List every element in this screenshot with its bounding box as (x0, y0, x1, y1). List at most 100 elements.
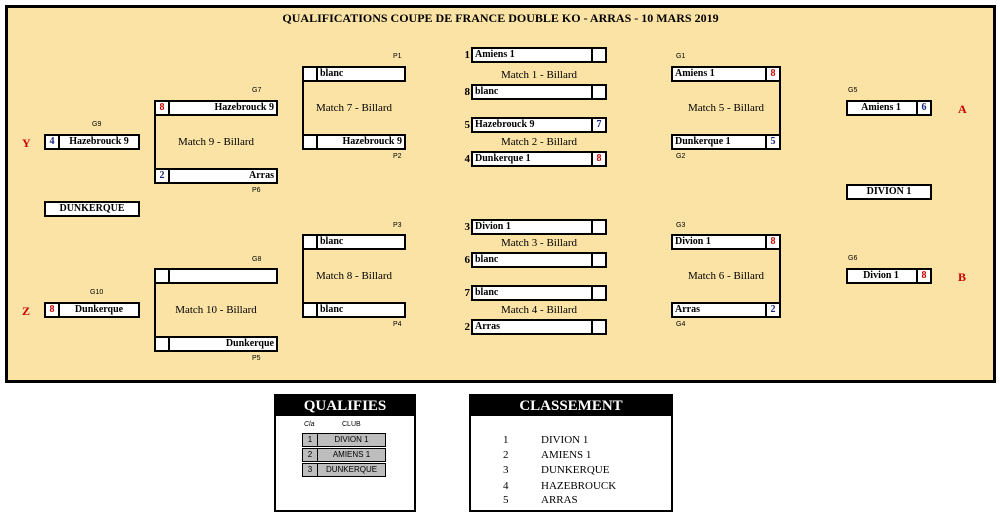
score-cell: 8 (591, 153, 605, 165)
page-title: QUALIFICATIONS COUPE DE FRANCE DOUBLE KO… (282, 11, 719, 25)
match-label: Match 6 - Billard (687, 270, 765, 282)
team-slot: 4 Hazebrouck 9 (44, 134, 140, 150)
match-label: Match 8 - Billard (315, 270, 393, 282)
team-slot: blanc (302, 302, 406, 318)
team-slot: Amiens 1 6 (846, 100, 932, 116)
bracket-line (154, 268, 156, 352)
match-label: Match 7 - Billard (315, 102, 393, 114)
bracket-line (302, 66, 304, 150)
match-label: Match 5 - Billard (687, 102, 765, 114)
score-cell: 2 (765, 304, 779, 316)
qualifies-title: QUALIFIES (276, 396, 414, 416)
seed-number: 5 (464, 119, 471, 131)
team-slot: blanc (471, 252, 607, 268)
team-slot: 8 Hazebrouck 9 (154, 100, 278, 116)
column-header: Cla (304, 421, 315, 428)
seed-number: 4 (464, 153, 471, 165)
slot-code: P6 (252, 187, 261, 194)
qualified-box: DUNKERQUE (44, 201, 140, 217)
team-slot: Divion 1 8 (671, 234, 781, 250)
group-letter: Y (22, 136, 31, 150)
match-label: Match 9 - Billard (177, 136, 255, 148)
team-slot: Arras 2 (671, 302, 781, 318)
match-label: Match 1 - Billard (500, 69, 578, 81)
score-cell (156, 270, 170, 282)
team-slot: Dunkerque (154, 336, 278, 352)
match-label: Match 3 - Billard (500, 237, 578, 249)
seed-number: 7 (464, 287, 471, 299)
match-label: Match 2 - Billard (500, 136, 578, 148)
slot-code: G1 (676, 53, 686, 60)
score-cell: 8 (765, 236, 779, 248)
slot-code: G3 (676, 222, 686, 229)
score-cell: 8 (916, 270, 930, 282)
group-letter: B (958, 270, 967, 284)
bracket-line (154, 100, 156, 184)
score-cell (304, 304, 318, 316)
score-cell: 8 (765, 68, 779, 80)
score-cell: 7 (591, 119, 605, 131)
match-label: Match 4 - Billard (500, 304, 578, 316)
table-row: 1 DIVION 1 (302, 433, 386, 447)
slot-code: G10 (90, 289, 104, 296)
team-slot: 2 Arras (154, 168, 278, 184)
score-cell (591, 221, 605, 233)
score-cell (591, 254, 605, 266)
qualified-box: DIVION 1 (846, 184, 932, 200)
bracket-line (779, 234, 781, 318)
score-cell: 6 (916, 102, 930, 114)
seed-number: 1 (464, 49, 471, 61)
slot-code: P4 (393, 321, 402, 328)
score-cell (591, 86, 605, 98)
slot-code: G9 (92, 121, 102, 128)
seed-number: 6 (464, 254, 471, 266)
slot-code: G2 (676, 153, 686, 160)
score-cell (304, 236, 318, 248)
team-slot: Divion 1 8 (846, 268, 932, 284)
team-slot: 8 Dunkerque (44, 302, 140, 318)
team-slot: blanc (302, 66, 406, 82)
match-label: Match 10 - Billard (175, 304, 257, 316)
classement-title: CLASSEMENT (471, 396, 671, 416)
slot-code: G4 (676, 321, 686, 328)
slot-code: G6 (848, 255, 858, 262)
score-cell (591, 49, 605, 61)
score-cell: 2 (156, 170, 170, 182)
team-slot: Dunkerque 1 8 (471, 151, 607, 167)
table-row: 2 AMIENS 1 (302, 448, 386, 462)
slot-code: P5 (252, 355, 261, 362)
team-slot: Divion 1 (471, 219, 607, 235)
team-slot: blanc (471, 84, 607, 100)
team-slot: Hazebrouck 9 7 (471, 117, 607, 133)
slot-code: P1 (393, 53, 402, 60)
score-cell (304, 136, 318, 148)
slot-code: P3 (393, 222, 402, 229)
slot-code: G8 (252, 256, 262, 263)
team-slot: blanc (302, 234, 406, 250)
score-cell: 4 (46, 136, 60, 148)
team-slot (154, 268, 278, 284)
slot-code: G7 (252, 87, 262, 94)
score-cell: 8 (156, 102, 170, 114)
table-row: 3 DUNKERQUE (302, 463, 386, 477)
classement-table: CLASSEMENT 1 DIVION 1 2 AMIENS 1 3 DUNKE… (469, 394, 673, 512)
score-cell (591, 321, 605, 333)
seed-number: 3 (464, 221, 471, 233)
team-slot: Dunkerque 1 5 (671, 134, 781, 150)
score-cell: 8 (46, 304, 60, 316)
slot-code: P2 (393, 153, 402, 160)
team-slot: Amiens 1 8 (671, 66, 781, 82)
group-letter: A (958, 102, 967, 116)
bracket-line (302, 234, 304, 318)
team-slot: Arras (471, 319, 607, 335)
seed-number: 2 (464, 321, 471, 333)
score-cell (304, 68, 318, 80)
slot-code: G5 (848, 87, 858, 94)
team-slot: Amiens 1 (471, 47, 607, 63)
group-letter: Z (22, 304, 31, 318)
team-slot: Hazebrouck 9 (302, 134, 406, 150)
score-cell: 5 (765, 136, 779, 148)
qualifies-table: QUALIFIES Cla CLUB 1 DIVION 1 2 AMIENS 1… (274, 394, 416, 512)
team-slot: blanc (471, 285, 607, 301)
score-cell (156, 338, 170, 350)
